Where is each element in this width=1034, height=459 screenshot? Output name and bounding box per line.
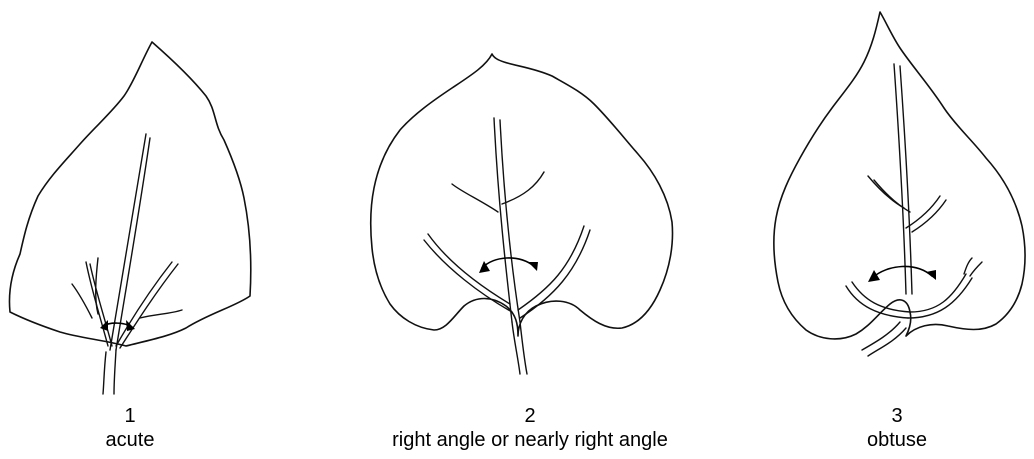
left-vein (428, 234, 510, 304)
leaf-outline (774, 12, 1025, 339)
figure-right-angle: 2 right angle or nearly right angle (330, 0, 730, 459)
petiole (103, 352, 106, 394)
obtuse-leaf-drawing (760, 0, 1034, 400)
figure-number: 1 (0, 404, 260, 428)
right-angle-leaf-drawing (330, 0, 730, 400)
figure-number: 3 (760, 404, 1034, 428)
figure-label: acute (0, 428, 260, 452)
leaf-outline (9, 42, 250, 346)
right-vein (116, 262, 172, 346)
figure-number: 2 (330, 404, 730, 428)
figure-label: right angle or nearly right angle (330, 428, 730, 452)
figure-label: obtuse (760, 428, 1034, 452)
figure-obtuse: 3 obtuse (760, 0, 1034, 459)
midrib (894, 64, 906, 294)
left-vein (846, 286, 908, 318)
angle-arrow (482, 258, 534, 268)
figure-acute: 1 acute (0, 0, 260, 459)
right-vein (518, 226, 584, 310)
acute-leaf-drawing (0, 0, 260, 400)
angle-arrow (872, 266, 932, 278)
midrib (494, 118, 512, 322)
